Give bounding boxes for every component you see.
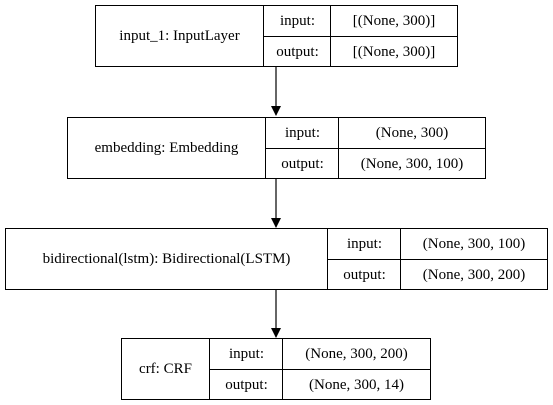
output-label: output: bbox=[225, 376, 268, 393]
output-label: output: bbox=[276, 43, 319, 60]
output-value: (None, 300, 100) bbox=[360, 155, 464, 172]
input-label: input: bbox=[346, 235, 382, 252]
node-title: input_1: InputLayer bbox=[96, 6, 264, 66]
row-divider bbox=[264, 36, 457, 37]
input-value: (None, 300) bbox=[375, 124, 449, 141]
output-value: [(None, 300)] bbox=[352, 43, 436, 60]
col-divider bbox=[338, 118, 339, 178]
input-label: input: bbox=[284, 124, 320, 141]
row-divider bbox=[266, 148, 485, 149]
node-title: embedding: Embedding bbox=[68, 118, 266, 178]
col-divider bbox=[400, 229, 401, 289]
output-value: (None, 300, 14) bbox=[309, 376, 404, 393]
input-label: input: bbox=[228, 345, 264, 362]
node-input-layer: input_1: InputLayer input: [(None, 300)]… bbox=[95, 5, 458, 67]
input-value: (None, 300, 100) bbox=[422, 235, 526, 252]
row-divider bbox=[210, 369, 430, 370]
output-label: output: bbox=[343, 266, 386, 283]
node-bidirectional: bidirectional(lstm): Bidirectional(LSTM)… bbox=[5, 228, 548, 290]
input-label: input: bbox=[279, 12, 315, 29]
row-divider bbox=[328, 259, 547, 260]
input-value: (None, 300, 200) bbox=[305, 345, 408, 362]
output-label: output: bbox=[281, 155, 324, 172]
col-divider bbox=[282, 339, 283, 399]
node-title: bidirectional(lstm): Bidirectional(LSTM) bbox=[6, 229, 328, 289]
node-title: crf: CRF bbox=[122, 339, 210, 399]
col-divider bbox=[330, 6, 331, 66]
output-value: (None, 300, 200) bbox=[422, 266, 526, 283]
node-embedding: embedding: Embedding input: (None, 300) … bbox=[67, 117, 486, 179]
input-value: [(None, 300)] bbox=[352, 12, 436, 29]
node-crf: crf: CRF input: (None, 300, 200) output:… bbox=[121, 338, 431, 400]
